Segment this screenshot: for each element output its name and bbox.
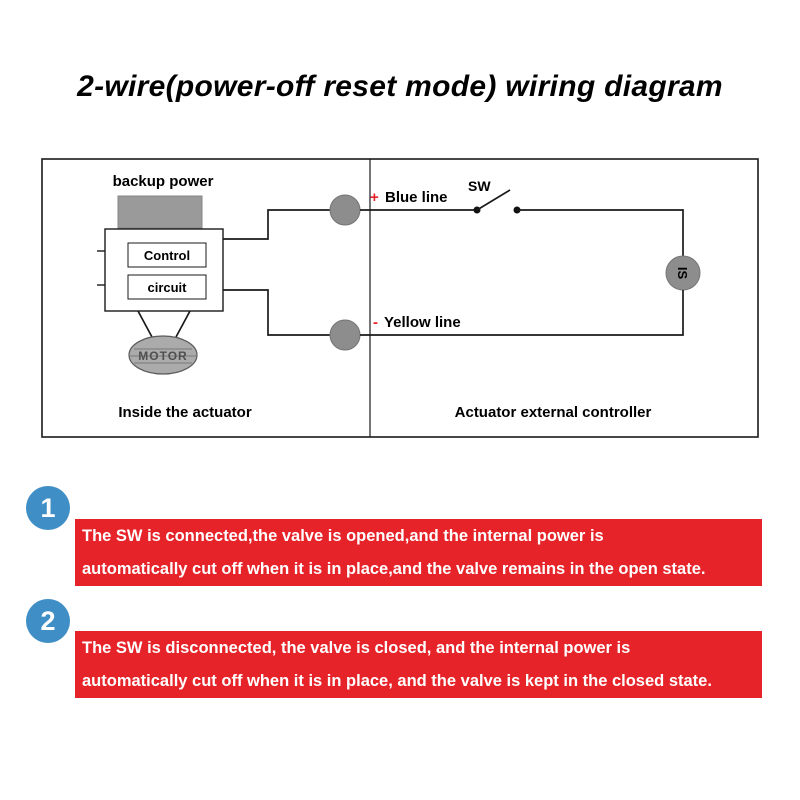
control-label-line1: Control	[144, 248, 190, 263]
backup-power-label: backup power	[113, 173, 214, 190]
yellow-minus-sign: -	[373, 314, 378, 331]
wire-to-indicator	[517, 209, 684, 256]
note-1-badge: 1	[26, 486, 70, 530]
wiring-diagram: backup power Control circuit MOTOR IS	[41, 158, 759, 438]
backup-power-block	[117, 195, 203, 229]
motor-lead-right	[175, 310, 191, 338]
external-controller-label: Actuator external controller	[455, 404, 652, 421]
note-1-banner: The SW is connected,the valve is opened,…	[75, 519, 762, 586]
note-2-text-line-1: The SW is disconnected, the valve is clo…	[82, 639, 631, 657]
inside-actuator-label: Inside the actuator	[118, 404, 252, 421]
blue-plus-sign: +	[370, 189, 379, 206]
yellow-terminal	[329, 319, 361, 351]
motor-lead-left	[137, 310, 153, 338]
sw-label: SW	[468, 178, 491, 194]
motor-ellipse	[128, 335, 198, 375]
control-label-line2: circuit	[147, 280, 187, 295]
wire-yellow-line	[360, 290, 684, 336]
note-2-number: 2	[40, 605, 56, 636]
switch-blade	[476, 189, 511, 211]
motor-label: MOTOR	[138, 349, 187, 363]
note-2-text-line-2: automatically cut off when it is in plac…	[82, 672, 712, 690]
note-1-text-line-1: The SW is connected,the valve is opened,…	[82, 527, 604, 545]
blue-line-label: Blue line	[385, 189, 448, 206]
control-inner-box-1	[127, 242, 207, 268]
control-inner-box-2	[127, 274, 207, 300]
note-2-badge: 2	[26, 599, 70, 643]
indicator-label: IS	[675, 267, 690, 280]
note-1-number: 1	[40, 492, 56, 523]
page-title: 2-wire(power-off reset mode) wiring diag…	[77, 70, 723, 103]
blue-terminal	[329, 194, 361, 226]
wire-to-yellow-terminal	[223, 289, 331, 336]
wire-to-blue-terminal	[223, 209, 331, 240]
note-1-text-line-2: automatically cut off when it is in plac…	[82, 560, 706, 578]
yellow-line-label: Yellow line	[384, 314, 461, 331]
note-2-banner: The SW is disconnected, the valve is clo…	[75, 631, 762, 698]
